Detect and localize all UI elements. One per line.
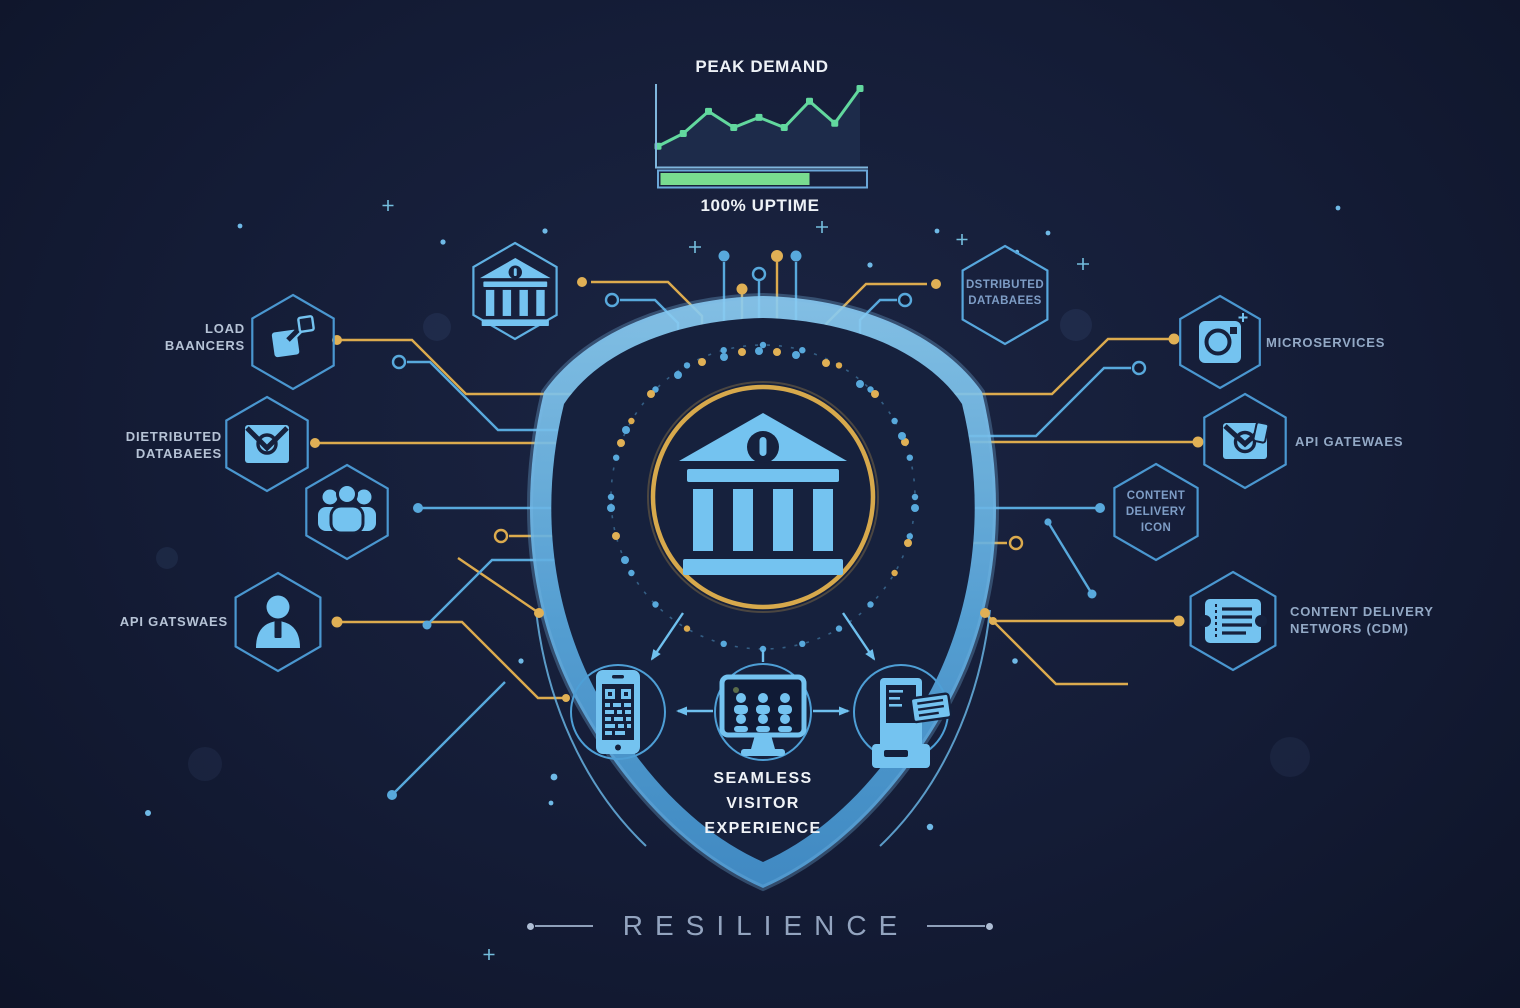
hexagon-content-delivery-icon: [1113, 462, 1199, 562]
label-content-delivery-icon: CONTENT DELIVERY ICON: [1125, 490, 1187, 535]
uptime-progress-fill: [660, 173, 810, 185]
resilience-rule-left: [526, 922, 593, 930]
resilience-footer: RESILIENCE: [0, 906, 1520, 946]
envelope-check-icon: [245, 425, 289, 463]
people-group-icon: [318, 483, 376, 535]
monitor-audience-icon: [719, 674, 807, 756]
person-icon: [256, 595, 300, 648]
hexagon-cdn: [1189, 570, 1277, 672]
label-distributed-databases-top: DSTRIBUTED DATABAEES: [965, 279, 1045, 308]
background-sparkles: [145, 200, 1341, 960]
peak-demand-title: PEAK DEMAND: [695, 57, 829, 76]
gold-ring: [607, 341, 919, 653]
resilience-label: RESILIENCE: [622, 910, 910, 941]
uptime-progress-track: [657, 169, 868, 189]
hexagon-bank-node: [472, 241, 558, 341]
hexagon-user-group: [305, 463, 389, 561]
share-arrow-icon: [271, 315, 315, 358]
label-api-gateways-left: API GATSWAES: [119, 614, 228, 629]
label-api-gateways-right: API GATEWAES: [1295, 434, 1404, 449]
camera-icon: [1199, 313, 1248, 363]
label-microservices: MICROSERVICES: [1266, 335, 1386, 350]
hexagon-distributed-databases-top: [961, 244, 1049, 346]
hexagon-api-gateways-left: [234, 571, 322, 673]
label-distributed-databases-left: DIETRIBUTED DATABAEES: [125, 429, 222, 462]
ticket-icon: [1199, 599, 1267, 643]
shield: [527, 292, 999, 892]
device-arrows: [650, 612, 876, 716]
kiosk-ticket-icon: [872, 678, 953, 768]
label-load-balancers: LOAD BAANCERS: [164, 321, 245, 354]
hexagon-distributed-databases-left: [225, 395, 309, 493]
peak-demand-chart: [654, 84, 868, 189]
label-cdn: CONTENT DELIVERY NETWORS (CDM): [1290, 604, 1434, 637]
hexagon-load-balancers: [251, 293, 335, 391]
hexagon-api-gateways-right: [1203, 392, 1287, 490]
envelope-sync-icon: [1223, 421, 1270, 459]
uptime-label: 100% UPTIME: [700, 196, 820, 215]
seamless-visitor-experience-label: SEAMLESS VISITOR EXPERIENCE: [704, 770, 822, 837]
bank-icon: [480, 258, 551, 327]
hexagons: [225, 241, 1287, 673]
trace-terminals: [310, 250, 1204, 800]
resilience-rule-right: [927, 922, 994, 930]
smartphone-qr-icon: [596, 670, 640, 754]
hexagon-microservices: [1179, 294, 1261, 390]
